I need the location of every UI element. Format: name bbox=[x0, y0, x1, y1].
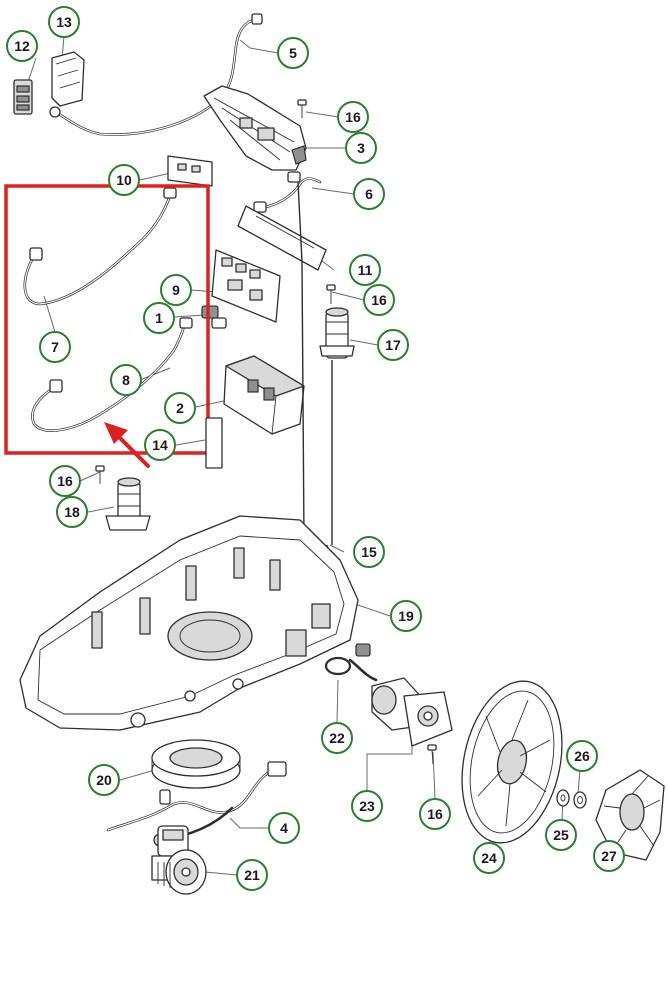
callout-25: 25 bbox=[545, 819, 577, 851]
callout-13: 13 bbox=[48, 6, 80, 38]
part-pad bbox=[205, 417, 223, 469]
part-cutting-motor bbox=[105, 477, 151, 531]
callout-6: 6 bbox=[353, 178, 385, 210]
part-bracket bbox=[51, 51, 85, 107]
part-sensor-cable bbox=[253, 171, 322, 213]
part-wheel-motor bbox=[371, 677, 453, 747]
svg-text:18: 18 bbox=[64, 504, 80, 520]
callout-17: 17 bbox=[377, 329, 409, 361]
callout-23: 23 bbox=[351, 790, 383, 822]
callout-19: 19 bbox=[390, 600, 422, 632]
svg-text:16: 16 bbox=[345, 109, 361, 125]
part-drive-unit bbox=[151, 825, 207, 895]
part-chassis bbox=[19, 515, 359, 731]
svg-text:15: 15 bbox=[361, 544, 377, 560]
callout-9: 9 bbox=[160, 274, 192, 306]
svg-text:6: 6 bbox=[365, 186, 373, 202]
callout-10: 10 bbox=[108, 164, 140, 196]
callout-5: 5 bbox=[277, 37, 309, 69]
leader-lines bbox=[27, 35, 611, 876]
callout-11: 11 bbox=[349, 254, 381, 286]
svg-text:27: 27 bbox=[601, 848, 617, 864]
svg-text:10: 10 bbox=[116, 172, 132, 188]
part-cable-7 bbox=[23, 187, 177, 306]
callout-8: 8 bbox=[110, 364, 142, 396]
part-small-board bbox=[167, 155, 213, 187]
svg-text:19: 19 bbox=[398, 608, 414, 624]
svg-text:1: 1 bbox=[155, 310, 163, 326]
callout-26: 26 bbox=[566, 740, 598, 772]
svg-text:16: 16 bbox=[427, 806, 443, 822]
svg-text:14: 14 bbox=[152, 437, 168, 453]
callout-1: 1 bbox=[143, 302, 175, 334]
highlight-group bbox=[4, 184, 210, 468]
svg-text:23: 23 bbox=[359, 798, 375, 814]
svg-text:3: 3 bbox=[357, 140, 365, 156]
svg-text:22: 22 bbox=[329, 730, 345, 746]
part-battery-box bbox=[223, 355, 305, 435]
svg-text:13: 13 bbox=[56, 14, 72, 30]
svg-text:17: 17 bbox=[385, 337, 401, 353]
svg-text:26: 26 bbox=[574, 748, 590, 764]
svg-text:8: 8 bbox=[122, 372, 130, 388]
callout-16-d: 16 bbox=[419, 798, 451, 830]
part-height-motor bbox=[319, 307, 355, 359]
callout-20: 20 bbox=[88, 764, 120, 796]
callout-27: 27 bbox=[593, 840, 625, 872]
callout-18: 18 bbox=[56, 496, 88, 528]
callout-15: 15 bbox=[353, 536, 385, 568]
svg-text:11: 11 bbox=[358, 262, 373, 278]
callout-21: 21 bbox=[236, 859, 268, 891]
svg-text:20: 20 bbox=[96, 772, 112, 788]
part-connector-plate bbox=[13, 79, 33, 115]
callouts: 12 13 5 16 3 10 6 11 9 16 1 17 7 8 2 14 … bbox=[6, 6, 625, 891]
callout-22: 22 bbox=[321, 722, 353, 754]
highlight-box bbox=[4, 184, 210, 455]
part-main-board bbox=[211, 249, 281, 323]
callout-14: 14 bbox=[144, 429, 176, 461]
screw-16-lower bbox=[427, 744, 437, 765]
part-upper-mount bbox=[203, 85, 307, 171]
callout-4: 4 bbox=[268, 812, 300, 844]
part-strip-board bbox=[237, 205, 327, 271]
callout-2: 2 bbox=[164, 392, 196, 424]
svg-text:2: 2 bbox=[176, 400, 184, 416]
part-wheel bbox=[461, 680, 563, 844]
callout-3: 3 bbox=[345, 132, 377, 164]
part-ring-seal bbox=[151, 739, 241, 789]
screw-16-upper bbox=[297, 99, 307, 118]
svg-text:9: 9 bbox=[172, 282, 180, 298]
svg-text:25: 25 bbox=[553, 827, 569, 843]
svg-text:21: 21 bbox=[244, 867, 260, 883]
highlight-arrowhead bbox=[104, 422, 128, 444]
svg-text:24: 24 bbox=[481, 850, 497, 866]
callout-16-c: 16 bbox=[49, 465, 81, 497]
svg-text:5: 5 bbox=[289, 45, 297, 61]
callout-16-a: 16 bbox=[337, 101, 369, 133]
part-washer bbox=[556, 789, 570, 807]
callout-7: 7 bbox=[39, 331, 71, 363]
part-long-wire bbox=[297, 181, 333, 547]
svg-text:7: 7 bbox=[51, 339, 59, 355]
screw-16-left bbox=[95, 465, 105, 484]
part-plug bbox=[201, 305, 227, 329]
svg-text:12: 12 bbox=[14, 38, 30, 54]
callout-16-b: 16 bbox=[363, 284, 395, 316]
part-cable-8 bbox=[31, 317, 193, 432]
part-nut bbox=[573, 791, 587, 809]
svg-text:16: 16 bbox=[57, 473, 73, 489]
highlight-arrow bbox=[116, 434, 150, 468]
callout-12: 12 bbox=[6, 30, 38, 62]
part-hub-cap bbox=[595, 769, 665, 861]
svg-text:16: 16 bbox=[371, 292, 387, 308]
screw-16-mid bbox=[326, 284, 336, 304]
callout-24: 24 bbox=[473, 842, 505, 874]
part-o-ring bbox=[324, 643, 378, 682]
svg-text:4: 4 bbox=[280, 820, 288, 836]
part-loop-cable bbox=[106, 761, 287, 847]
